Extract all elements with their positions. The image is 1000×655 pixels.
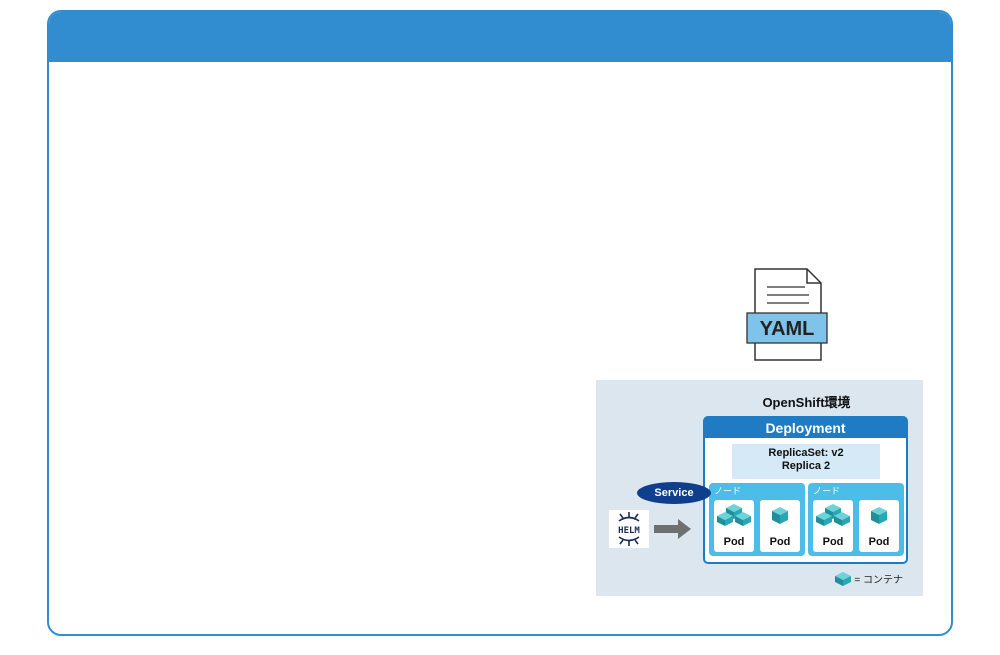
pod-label: Pod xyxy=(723,536,745,548)
service-badge: Service xyxy=(637,482,711,504)
environment-title: OpenShift環境 xyxy=(762,395,851,410)
container-icon xyxy=(871,507,887,524)
yaml-label: YAML xyxy=(760,318,815,340)
node-label: ノード xyxy=(813,486,841,496)
pod: Pod xyxy=(760,500,800,552)
node-1: ノード Pod Pod xyxy=(709,483,805,556)
legend: = コンテナ xyxy=(834,571,903,586)
pod-label: Pod xyxy=(868,536,890,548)
helm-label: HELM xyxy=(618,526,640,536)
container-icon xyxy=(772,507,788,524)
pod-label: Pod xyxy=(769,536,791,548)
openshift-environment: OpenShift環境 Deployment ReplicaSet: v2 Re… xyxy=(596,380,923,596)
replicaset-box: ReplicaSet: v2 Replica 2 xyxy=(732,444,880,479)
deployment-title: Deployment xyxy=(705,418,906,438)
yaml-file-icon: YAML xyxy=(743,267,831,362)
helm-icon: HELM xyxy=(618,512,640,546)
helm-logo: HELM xyxy=(609,510,649,548)
container-legend-icon xyxy=(835,571,852,586)
multi-container-icon xyxy=(717,504,751,526)
pod: Pod xyxy=(714,500,754,552)
node-label: ノード xyxy=(714,486,742,496)
frame-header-bar xyxy=(49,12,951,62)
replica-count: Replica 2 xyxy=(781,460,831,472)
pod: Pod xyxy=(813,500,853,552)
legend-label: = コンテナ xyxy=(854,575,903,586)
pod: Pod xyxy=(859,500,899,552)
node-2: ノード Pod Pod xyxy=(808,483,904,556)
deploy-arrow-icon xyxy=(654,519,691,539)
multi-container-icon xyxy=(816,504,850,526)
deployment-box: Deployment ReplicaSet: v2 Replica 2 ノード … xyxy=(703,416,908,564)
pod-label: Pod xyxy=(822,536,844,548)
replicaset-version: ReplicaSet: v2 xyxy=(768,447,844,459)
